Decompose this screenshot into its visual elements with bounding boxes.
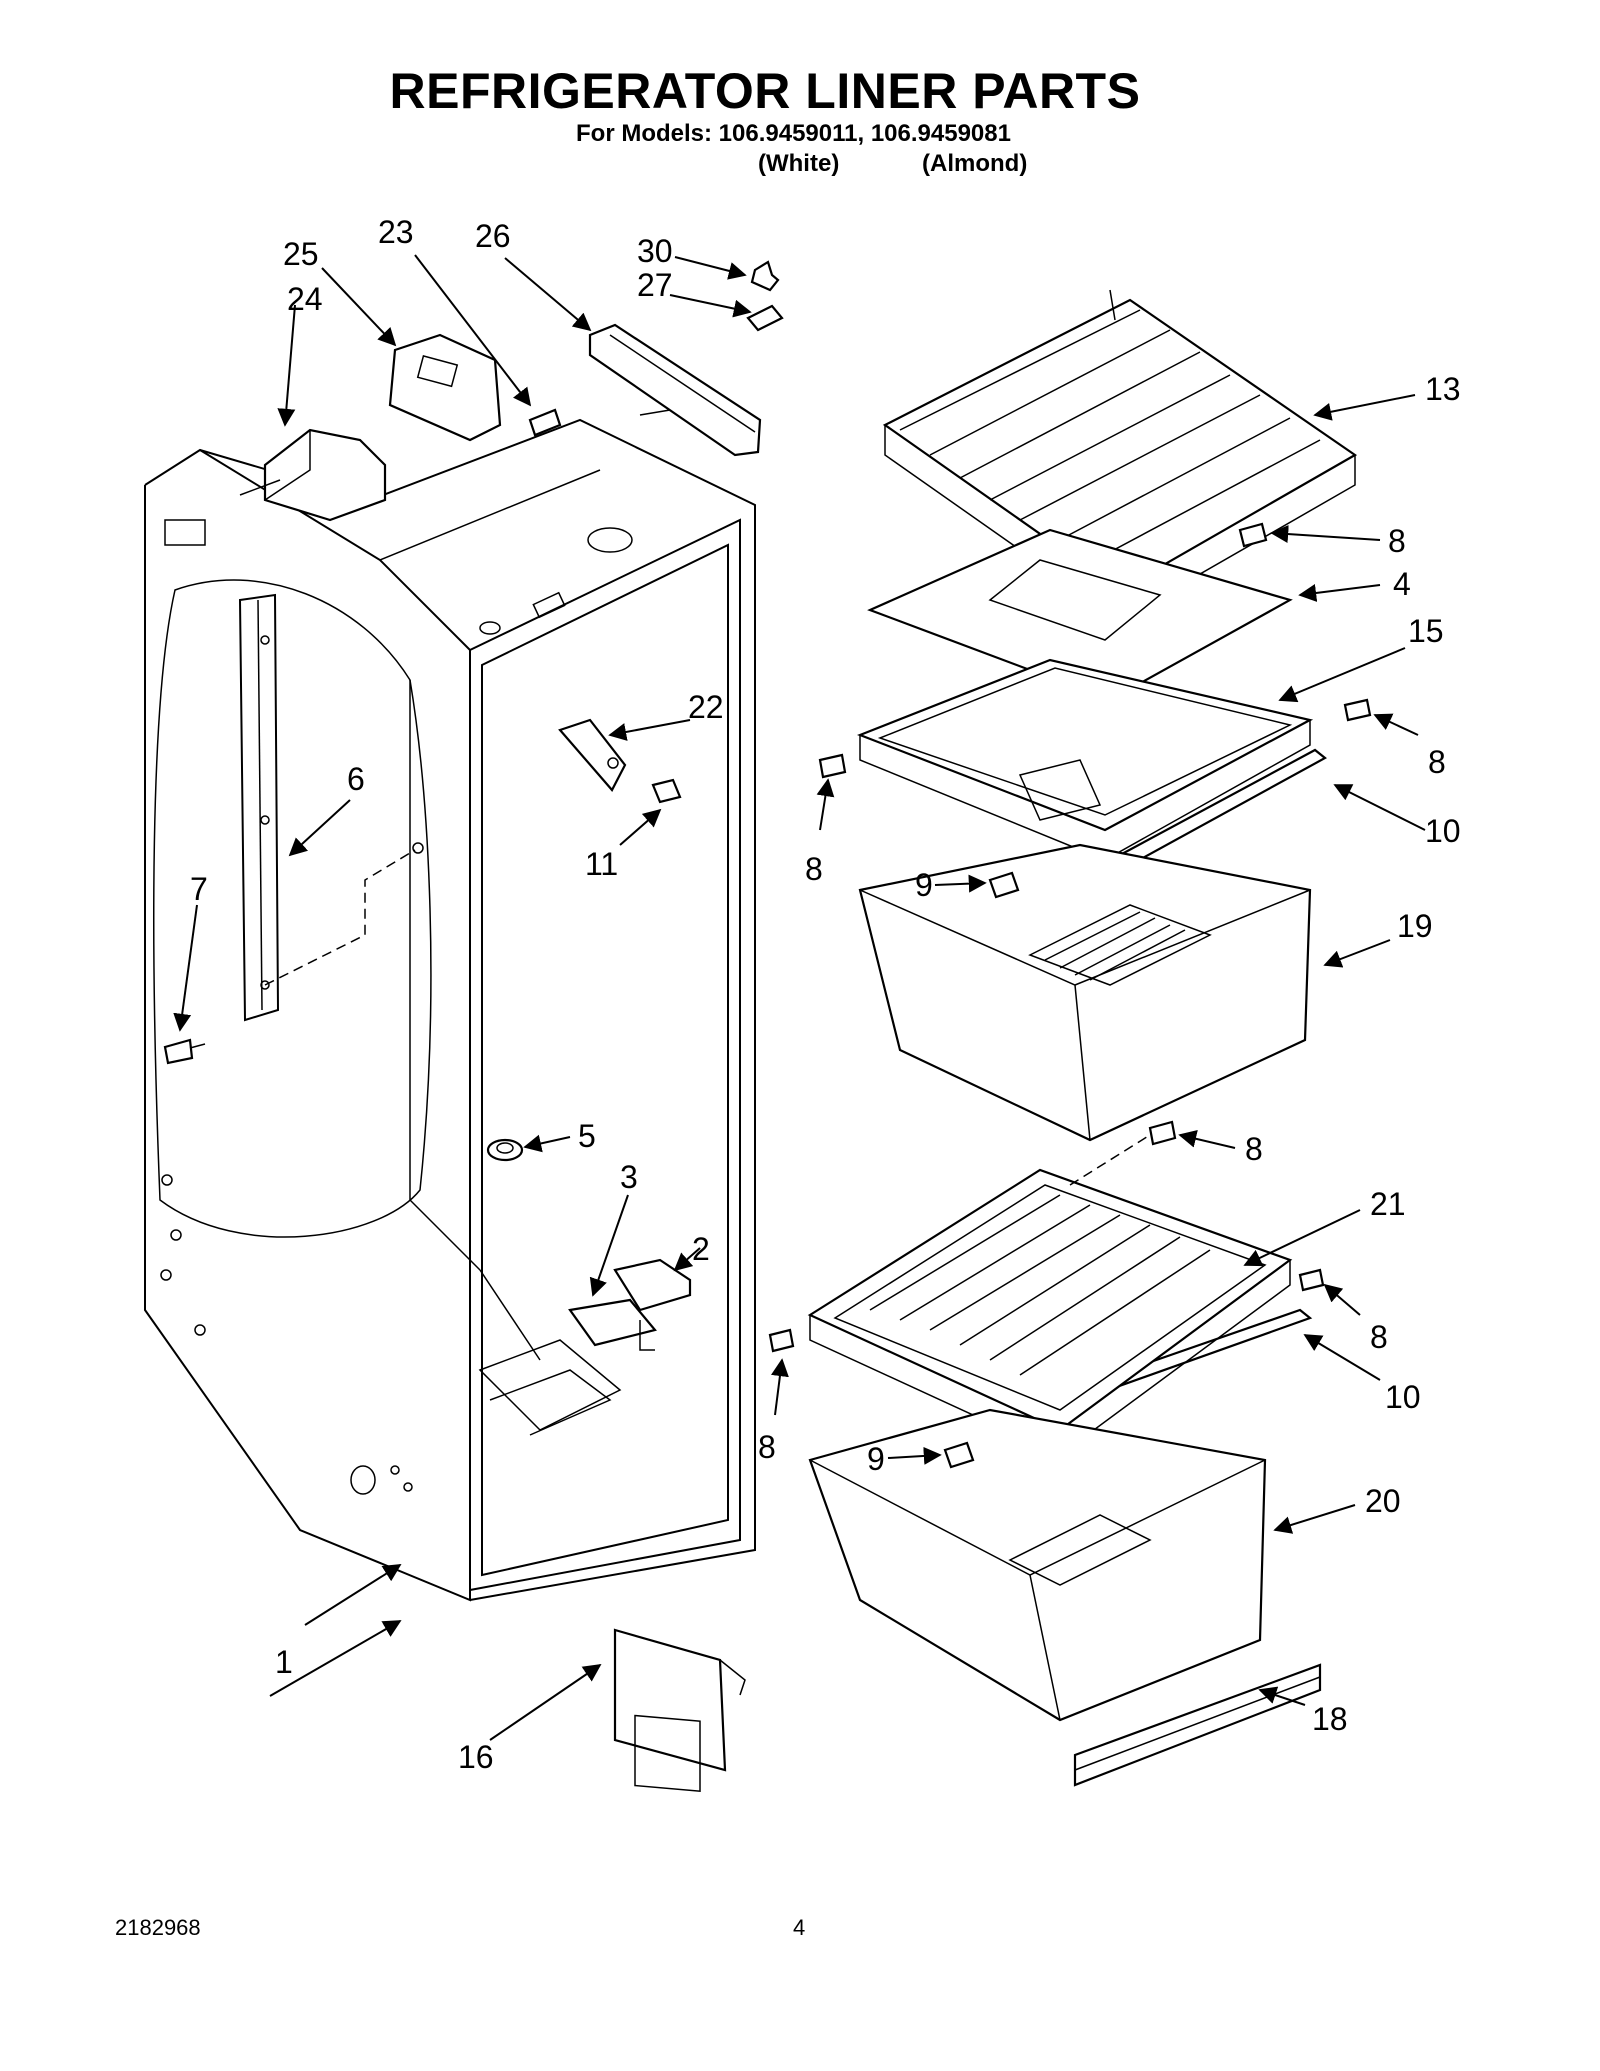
part-15-frame <box>856 658 1314 861</box>
callout-1: 1 <box>275 1644 293 1680</box>
callout-8b: 8 <box>1428 744 1446 780</box>
callout-8c: 8 <box>805 851 823 887</box>
callout-30: 30 <box>637 233 673 269</box>
part-7-screw <box>163 1038 206 1065</box>
callout-11: 11 <box>585 846 618 882</box>
callout-5: 5 <box>578 1118 596 1154</box>
callout-8f: 8 <box>758 1429 776 1465</box>
page-header: REFRIGERATOR LINER PARTS <box>0 62 1530 120</box>
callout-22: 22 <box>688 689 724 725</box>
part-24-control-housing <box>239 428 387 522</box>
part-27-screw <box>746 304 784 332</box>
part-19-crisper-drawer <box>858 759 1312 1142</box>
callout-10a: 10 <box>1425 813 1461 849</box>
callout-16: 16 <box>458 1739 494 1775</box>
variant-almond: (Almond) <box>922 150 1028 177</box>
page-number: 4 <box>793 1915 806 1940</box>
callout-21: 21 <box>1370 1186 1406 1222</box>
callout-27: 27 <box>637 267 673 303</box>
callout-labels: 1 2 3 4 5 6 7 8 8 8 8 8 8 9 9 10 10 11 1… <box>190 214 1461 1775</box>
callout-20: 20 <box>1365 1483 1401 1519</box>
callout-3: 3 <box>620 1159 638 1195</box>
part-22-bracket <box>558 718 627 792</box>
callout-2: 2 <box>692 1231 710 1267</box>
callout-24: 24 <box>287 281 323 317</box>
part-26-channel <box>588 323 762 457</box>
part-5-grommet <box>486 1138 524 1162</box>
callout-15: 15 <box>1408 613 1444 649</box>
leader-lines <box>173 254 1426 1741</box>
callout-4: 4 <box>1393 566 1411 602</box>
models-line: For Models: 106.9459011, 106.9459081 <box>576 120 1011 147</box>
document-number: 2182968 <box>115 1915 201 1940</box>
part-6-rail <box>238 593 424 1022</box>
callout-23: 23 <box>378 214 414 250</box>
part-21-crisper-cover <box>807 1168 1293 1456</box>
part-25-bracket <box>388 333 502 442</box>
callout-25: 25 <box>283 236 319 272</box>
cabinet-liner <box>144 418 756 1602</box>
callout-19: 19 <box>1397 908 1433 944</box>
part-11-screw <box>651 778 682 804</box>
variant-white: (White) <box>758 150 840 177</box>
callout-13: 13 <box>1425 371 1461 407</box>
callout-6: 6 <box>347 761 365 797</box>
part-30-clip <box>750 260 780 292</box>
callout-9a: 9 <box>915 867 933 903</box>
part-23-screw <box>528 408 562 437</box>
part-2-3-brackets <box>568 1258 692 1351</box>
part-9-fasteners <box>943 871 1020 1469</box>
callout-7: 7 <box>190 871 208 907</box>
callout-18: 18 <box>1312 1701 1348 1737</box>
part-16-cover <box>613 1628 746 1793</box>
page-title: REFRIGERATOR LINER PARTS <box>389 63 1141 119</box>
part-8-fasteners <box>768 522 1372 1353</box>
callout-8a: 8 <box>1388 523 1406 559</box>
callout-9b: 9 <box>867 1441 885 1477</box>
part-20-crisper-drawer <box>808 1408 1267 1722</box>
callout-10b: 10 <box>1385 1379 1421 1415</box>
callout-8d: 8 <box>1245 1131 1263 1167</box>
callout-8e: 8 <box>1370 1319 1388 1355</box>
callout-26: 26 <box>475 218 511 254</box>
